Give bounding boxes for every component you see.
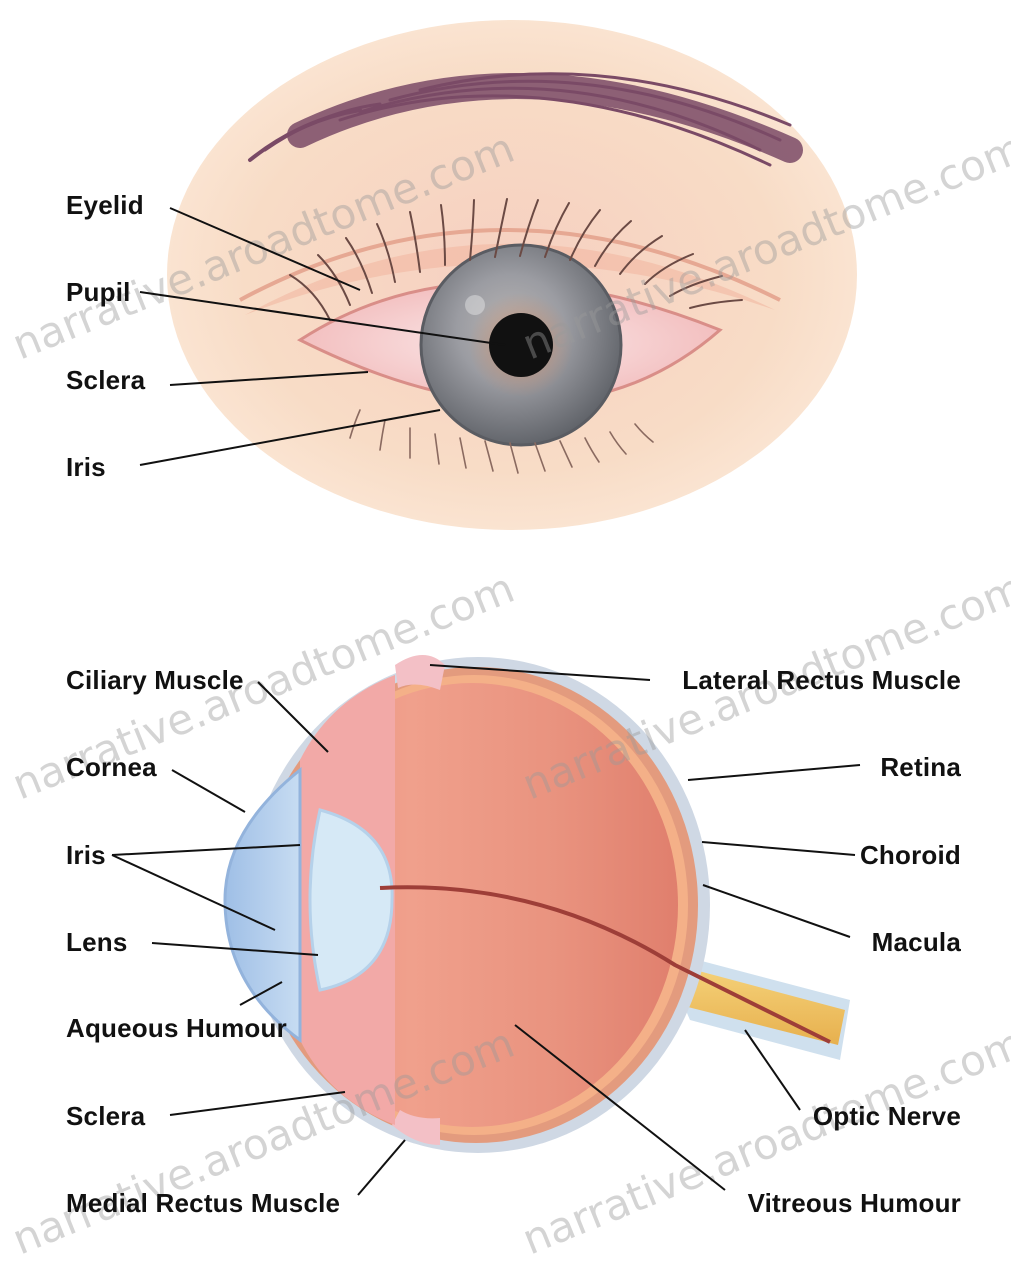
leader-medial-rectus [358,1140,405,1195]
label-choroid: Choroid [860,840,961,871]
label-ciliary-muscle: Ciliary Muscle [66,665,244,696]
label-medial-rectus-muscle: Medial Rectus Muscle [66,1188,340,1219]
iris-highlight [465,295,485,315]
label-eyelid: Eyelid [66,190,144,221]
label-sclera-cross: Sclera [66,1101,145,1132]
label-cornea: Cornea [66,752,157,783]
label-lens: Lens [66,927,127,958]
leader-retina [688,765,860,780]
label-vitreous-humour: Vitreous Humour [748,1188,961,1219]
label-iris-cross: Iris [66,840,106,871]
label-macula: Macula [872,927,961,958]
label-aqueous-humour: Aqueous Humour [66,1013,287,1044]
label-pupil: Pupil [66,277,131,308]
cornea-shape [225,770,300,1040]
leader-macula [703,885,850,937]
leader-cornea [172,770,245,812]
leader-choroid [702,842,855,855]
label-iris-front: Iris [66,452,106,483]
label-optic-nerve: Optic Nerve [813,1101,961,1132]
label-retina: Retina [880,752,961,783]
label-lateral-rectus-muscle: Lateral Rectus Muscle [682,665,961,696]
label-sclera-front: Sclera [66,365,145,396]
